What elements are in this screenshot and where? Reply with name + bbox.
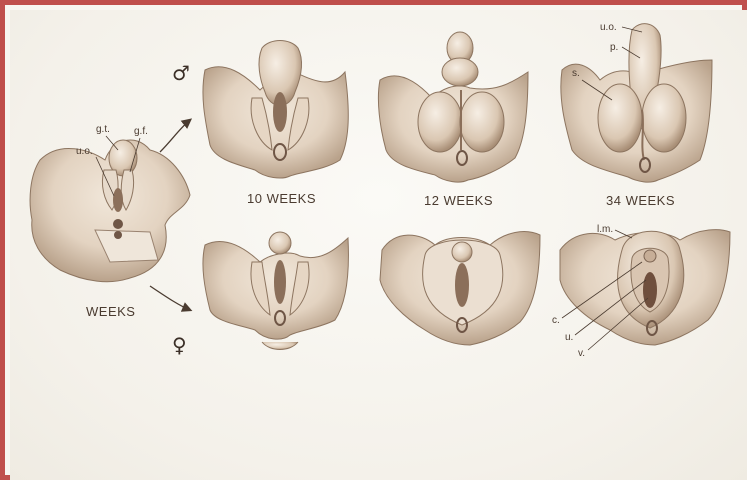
female-12-weeks-specimen xyxy=(380,232,540,345)
label-uo: u.o. xyxy=(76,146,93,157)
male-symbol: ♂ xyxy=(172,61,190,85)
label-s: s. xyxy=(572,68,580,79)
stage-label-34-weeks: 34 WEEKS xyxy=(606,193,675,208)
female-symbol: ♀ xyxy=(172,333,187,357)
stage-label-weeks: WEEKS xyxy=(86,304,135,319)
label-uo-male: u.o. xyxy=(600,22,617,33)
label-gf: g.f. xyxy=(134,126,148,137)
arrow-to-female xyxy=(150,286,190,310)
male-12-weeks-specimen xyxy=(378,32,528,182)
label-gt: g.t. xyxy=(96,124,110,135)
label-v: v. xyxy=(578,348,585,359)
label-c: c. xyxy=(552,315,560,326)
female-10-weeks-specimen xyxy=(203,232,349,350)
stage-label-12-weeks: 12 WEEKS xyxy=(424,193,493,208)
arrow-to-male xyxy=(160,120,190,152)
male-34-weeks-specimen xyxy=(561,24,712,182)
label-lm: l.m. xyxy=(597,224,613,235)
female-34-weeks-specimen xyxy=(560,230,730,345)
label-u: u. xyxy=(565,332,573,343)
indifferent-stage-specimen xyxy=(30,140,190,282)
label-p: p. xyxy=(610,42,618,53)
male-10-weeks-specimen xyxy=(203,41,348,179)
stage-label-10-weeks: 10 WEEKS xyxy=(247,191,316,206)
